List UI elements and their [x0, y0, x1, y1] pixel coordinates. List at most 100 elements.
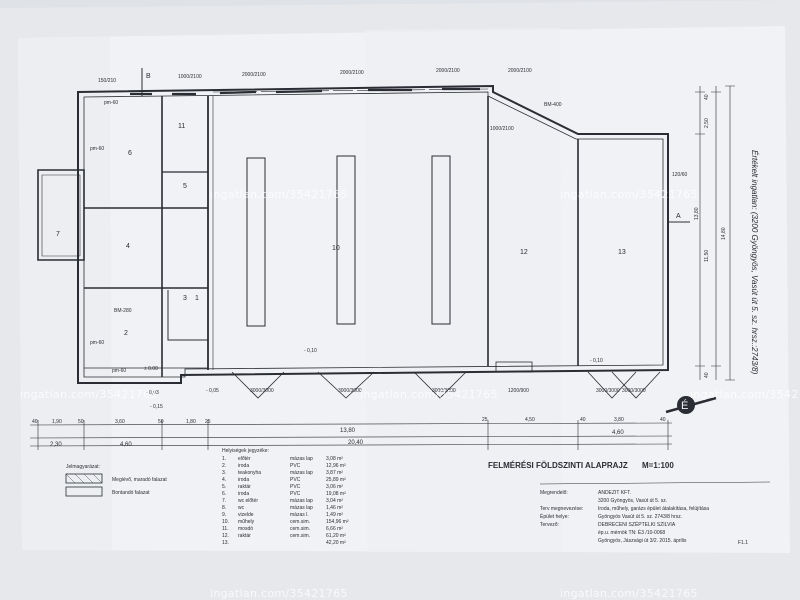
info-value: Iroda, műhely, garázs épület átalakítása…: [598, 506, 709, 512]
svg-text:- 0,10: - 0,10: [304, 348, 317, 354]
room-list-floor: mázas lap: [290, 505, 313, 511]
svg-text:É: É: [681, 399, 688, 412]
equipment-label-bm400: BM-400: [544, 102, 562, 108]
svg-text:40: 40: [704, 94, 710, 100]
room-list-area: 1,46 m²: [326, 505, 343, 511]
watermark: ingatlan.com/35421765: [690, 388, 800, 401]
watermark: ingatlan.com/35421765: [360, 388, 498, 401]
svg-text:3000/3000: 3000/3000: [338, 388, 362, 394]
room-list-floor: cem.sim.: [290, 533, 310, 539]
room-list-no: 13.: [222, 540, 229, 546]
room-list-floor: mázas l.: [290, 512, 309, 518]
room-list-no: 1.: [222, 456, 226, 462]
svg-text:11,50: 11,50: [704, 250, 710, 262]
room-2: 2: [124, 330, 128, 337]
room-4: 4: [126, 243, 130, 250]
svg-text:3,80: 3,80: [614, 417, 624, 423]
room-numbers: 1 2 3 4 5 6 7 10 11 12 13: [56, 123, 626, 337]
svg-text:A: A: [676, 213, 681, 220]
room-list-name: raktár: [238, 533, 251, 539]
svg-text:B: B: [146, 73, 151, 80]
svg-text:2000/2100: 2000/2100: [508, 68, 532, 74]
svg-text:pm-60: pm-60: [90, 340, 104, 346]
watermark: ingatlan.com/35421765: [560, 587, 698, 600]
svg-text:40: 40: [32, 419, 38, 425]
service-pits: [246, 155, 451, 327]
room-1: 1: [195, 295, 199, 302]
info-value: 3200 Gyöngyös, Vasút út 5. sz.: [598, 498, 667, 504]
room-list-floor: PVC: [290, 491, 301, 497]
svg-text:pm-60: pm-60: [112, 368, 126, 374]
room-11: 11: [178, 123, 185, 130]
room-list-no: 6.: [222, 491, 226, 497]
svg-text:Megiévő, maradó falazat: Megiévő, maradó falazat: [112, 477, 167, 483]
room-list-area: 154,96 m²: [326, 519, 349, 525]
svg-text:± 0.00: ± 0.00: [144, 366, 158, 372]
svg-text:2,30: 2,30: [50, 442, 62, 448]
room-list-name: iroda: [238, 491, 249, 497]
equipment-label-bm280: BM-280: [114, 308, 132, 314]
dimensions-bottom-row1: 40 1,90 50 3,60 50 1,80 25 25 4,50 40 3,…: [32, 417, 666, 425]
room-list-name: iroda: [238, 477, 249, 483]
room-list-no: 8.: [222, 505, 226, 511]
room-12: 12: [520, 249, 528, 256]
floor-labels: pm-60 pm-60 pm-60 pm-60: [90, 100, 126, 374]
svg-text:pm-60: pm-60: [90, 146, 104, 152]
dimensions-right: 40 2,50 11,50 13,80 14,80 40: [694, 94, 727, 378]
room-list-name: wc: [238, 505, 245, 511]
north-arrow: É: [665, 396, 717, 414]
svg-text:3000/3000: 3000/3000: [622, 388, 646, 394]
svg-text:50: 50: [158, 419, 164, 425]
svg-text:2000/2100: 2000/2100: [242, 72, 266, 78]
opening-labels-bottom: 3000/3000 3000/3000 3000/3000 1200/900 3…: [250, 388, 646, 394]
room-list-floor: mázas lap: [290, 456, 313, 462]
svg-text:- 0,15: - 0,15: [150, 404, 163, 410]
svg-text:40: 40: [580, 417, 586, 423]
info-value: DEBRECENI SZÉPTELKI SZILVIA: [598, 521, 676, 528]
dimensions-bottom-row2: 2,30 4,60 13,80 4,60 20,40: [50, 428, 624, 448]
svg-text:25: 25: [482, 417, 488, 423]
plan-title: FELMÉRÉSI FÖLDSZINTI ALAPRAJZ: [488, 461, 628, 470]
room-list-floor: PVC: [290, 477, 301, 483]
room-list-area: 3,08 m²: [326, 456, 343, 462]
level-marks: ± 0.00 - 0,03 - 0,15 - 0,10 - 0,10 - 0,0…: [144, 348, 603, 410]
svg-text:4,60: 4,60: [120, 442, 132, 448]
side-note: Értékelt ingatlan: (3200 Gyöngyös, Vasút…: [750, 150, 759, 375]
watermark: ingatlan.com/35421765: [210, 587, 348, 600]
room-list-no: 12.: [222, 533, 229, 539]
room-list-no: 2.: [222, 463, 226, 469]
room-list-area: 42,20 m²: [326, 540, 346, 546]
svg-text:1,80: 1,80: [186, 419, 196, 425]
svg-text:20,40: 20,40: [348, 440, 364, 446]
room-list-name: vizelde: [238, 512, 254, 518]
opening-labels-top: 150/210 1000/2100 2000/2100 2000/2100 20…: [98, 68, 688, 178]
svg-text:2000/2100: 2000/2100: [436, 68, 460, 74]
svg-text:2000/2100: 2000/2100: [340, 70, 364, 76]
room-list-no: 5.: [222, 484, 226, 490]
room-6: 6: [128, 150, 132, 157]
room-list-name: mosdó: [238, 526, 253, 532]
section-mark-b: B: [141, 68, 151, 96]
room-list-name: iroda: [238, 463, 249, 469]
svg-text:Bontandó falazat: Bontandó falazat: [112, 490, 150, 496]
section-mark-a: A: [668, 213, 690, 223]
info-value: ép.u. mérnök TN: É3 /10-0068: [598, 529, 665, 536]
info-value: Gyöngyös Vasút út 5. sz. 2743/8 hrsz.: [598, 514, 682, 520]
svg-text:pm-60: pm-60: [104, 100, 118, 106]
room-list-name: teakonyha: [238, 470, 261, 476]
svg-text:1,90: 1,90: [52, 419, 62, 425]
room-10: 10: [332, 245, 340, 252]
room-list-no: 11.: [222, 526, 229, 532]
svg-text:1000/2100: 1000/2100: [490, 126, 514, 132]
room-list-area: 6,66 m²: [326, 526, 343, 532]
svg-text:- 0,05: - 0,05: [206, 388, 219, 394]
room-list-floor: cem.sim.: [290, 519, 310, 525]
room-list-floor: PVC: [290, 484, 301, 490]
room-list-name: raktár: [238, 484, 251, 490]
bottom-dimension-lines: [29, 420, 673, 450]
info-block: Megrendelő:ANDEZIT KFT.3200 Gyöngyös, Va…: [539, 481, 771, 546]
svg-text:14,80: 14,80: [721, 227, 727, 240]
watermark: ingatlan.com/35421765: [20, 388, 158, 401]
svg-text:40: 40: [660, 417, 666, 423]
svg-text:3000/3000: 3000/3000: [250, 388, 274, 394]
